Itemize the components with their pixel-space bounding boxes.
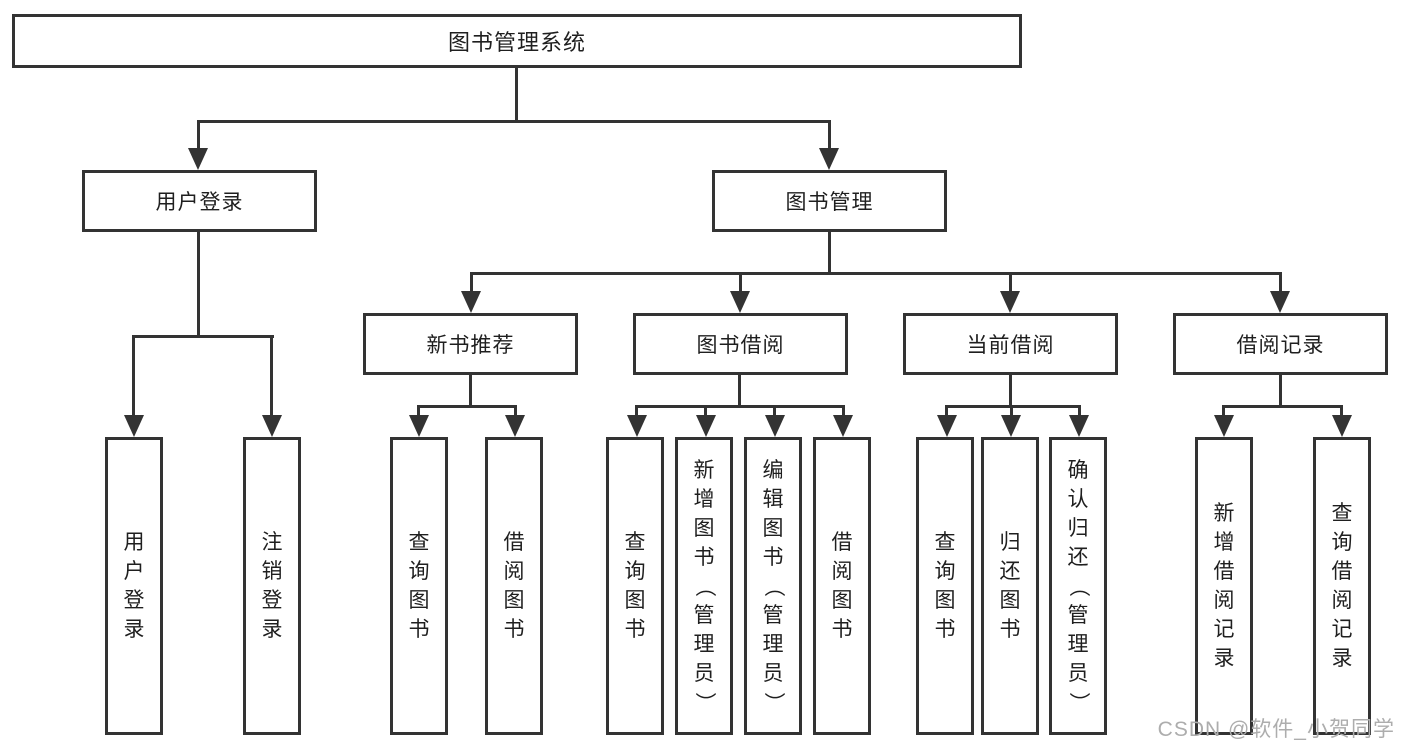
connector-line xyxy=(1010,405,1013,415)
node-label: 图书借阅 xyxy=(696,334,785,357)
connector-line xyxy=(132,335,135,415)
node-label: 借阅记录 xyxy=(1236,334,1325,357)
leaf-label: 用户登录 xyxy=(123,531,145,641)
leaf-label: 查询借阅记录 xyxy=(1331,502,1353,670)
connector-line xyxy=(470,272,473,291)
connector-line xyxy=(469,375,472,405)
connector-line xyxy=(514,405,517,415)
connector-line xyxy=(132,335,274,338)
connector-line xyxy=(197,232,200,335)
node-label: 当前借阅 xyxy=(966,334,1055,357)
leaf-query-books-borrowing: 查询图书 xyxy=(606,437,664,735)
connector-line xyxy=(704,405,707,415)
arrow-down-icon xyxy=(124,415,144,437)
connector-line xyxy=(1009,272,1012,291)
node-library-management-system: 图书管理系统 xyxy=(12,14,1022,68)
arrow-down-icon xyxy=(461,291,481,313)
arrow-down-icon xyxy=(765,415,785,437)
arrow-down-icon xyxy=(833,415,853,437)
connector-line xyxy=(1009,375,1012,405)
leaf-borrow-books: 借阅图书 xyxy=(813,437,871,735)
connector-line xyxy=(515,68,518,120)
connector-line xyxy=(773,405,776,415)
leaf-label: 新增借阅记录 xyxy=(1213,502,1235,670)
arrow-down-icon xyxy=(505,415,525,437)
node-new-book-recommendation: 新书推荐 xyxy=(363,313,578,375)
node-book-borrowing: 图书借阅 xyxy=(633,313,848,375)
leaf-logout: 注销登录 xyxy=(243,437,301,735)
arrow-down-icon xyxy=(1332,415,1352,437)
node-book-management: 图书管理 xyxy=(712,170,947,232)
arrow-down-icon xyxy=(819,148,839,170)
node-label: 图书管理 xyxy=(785,191,874,214)
node-current-borrowing: 当前借阅 xyxy=(903,313,1118,375)
connector-line xyxy=(635,405,638,415)
connector-line xyxy=(270,335,273,415)
arrow-down-icon xyxy=(696,415,716,437)
leaf-query-borrow-record: 查询借阅记录 xyxy=(1313,437,1371,735)
leaf-label: 确认归还（管理员） xyxy=(1066,458,1090,713)
leaf-add-borrow-record: 新增借阅记录 xyxy=(1195,437,1253,735)
arrow-down-icon xyxy=(1001,415,1021,437)
connector-line xyxy=(1222,405,1225,415)
connector-line xyxy=(635,405,845,408)
leaf-label: 注销登录 xyxy=(261,531,283,641)
leaf-label: 编辑图书（管理员） xyxy=(761,458,785,713)
leaf-label: 查询图书 xyxy=(624,531,646,641)
connector-line xyxy=(738,375,741,405)
leaf-label: 归还图书 xyxy=(999,531,1021,641)
connector-line xyxy=(828,120,831,150)
connector-line xyxy=(1078,405,1081,415)
connector-line xyxy=(842,405,845,415)
connector-line xyxy=(945,405,1081,408)
leaf-label: 新增图书（管理员） xyxy=(692,458,716,713)
csdn-watermark: CSDN @软件_小贺同学 xyxy=(1157,718,1395,741)
leaf-borrow-books-recommend: 借阅图书 xyxy=(485,437,543,735)
leaf-label: 借阅图书 xyxy=(503,531,525,641)
connector-line xyxy=(197,120,200,150)
leaf-query-books-current: 查询图书 xyxy=(916,437,974,735)
arrow-down-icon xyxy=(1214,415,1234,437)
arrow-down-icon xyxy=(262,415,282,437)
connector-line xyxy=(1279,375,1282,405)
connector-line xyxy=(417,405,517,408)
leaf-return-books: 归还图书 xyxy=(981,437,1039,735)
arrow-down-icon xyxy=(188,148,208,170)
leaf-add-books-admin: 新增图书（管理员） xyxy=(675,437,733,735)
leaf-user-login: 用户登录 xyxy=(105,437,163,735)
arrow-down-icon xyxy=(730,291,750,313)
connector-line xyxy=(417,405,420,415)
connector-line xyxy=(1340,405,1343,415)
leaf-label: 借阅图书 xyxy=(831,531,853,641)
arrow-down-icon xyxy=(1000,291,1020,313)
connector-line xyxy=(1279,272,1282,291)
leaf-confirm-return-admin: 确认归还（管理员） xyxy=(1049,437,1107,735)
leaf-query-books-recommend: 查询图书 xyxy=(390,437,448,735)
arrow-down-icon xyxy=(1069,415,1089,437)
arrow-down-icon xyxy=(937,415,957,437)
node-user-login: 用户登录 xyxy=(82,170,317,232)
arrow-down-icon xyxy=(627,415,647,437)
leaf-label: 查询图书 xyxy=(408,531,430,641)
connector-line xyxy=(1222,405,1342,408)
leaf-edit-books-admin: 编辑图书（管理员） xyxy=(744,437,802,735)
node-borrowing-records: 借阅记录 xyxy=(1173,313,1388,375)
node-label: 用户登录 xyxy=(155,191,244,214)
connector-line xyxy=(945,405,948,415)
leaf-label: 查询图书 xyxy=(934,531,956,641)
connector-line xyxy=(197,120,831,123)
arrow-down-icon xyxy=(409,415,429,437)
connector-line xyxy=(470,272,1282,275)
node-label: 新书推荐 xyxy=(426,334,515,357)
connector-line xyxy=(828,232,831,272)
connector-line xyxy=(739,272,742,291)
arrow-down-icon xyxy=(1270,291,1290,313)
node-label: 图书管理系统 xyxy=(447,30,586,55)
